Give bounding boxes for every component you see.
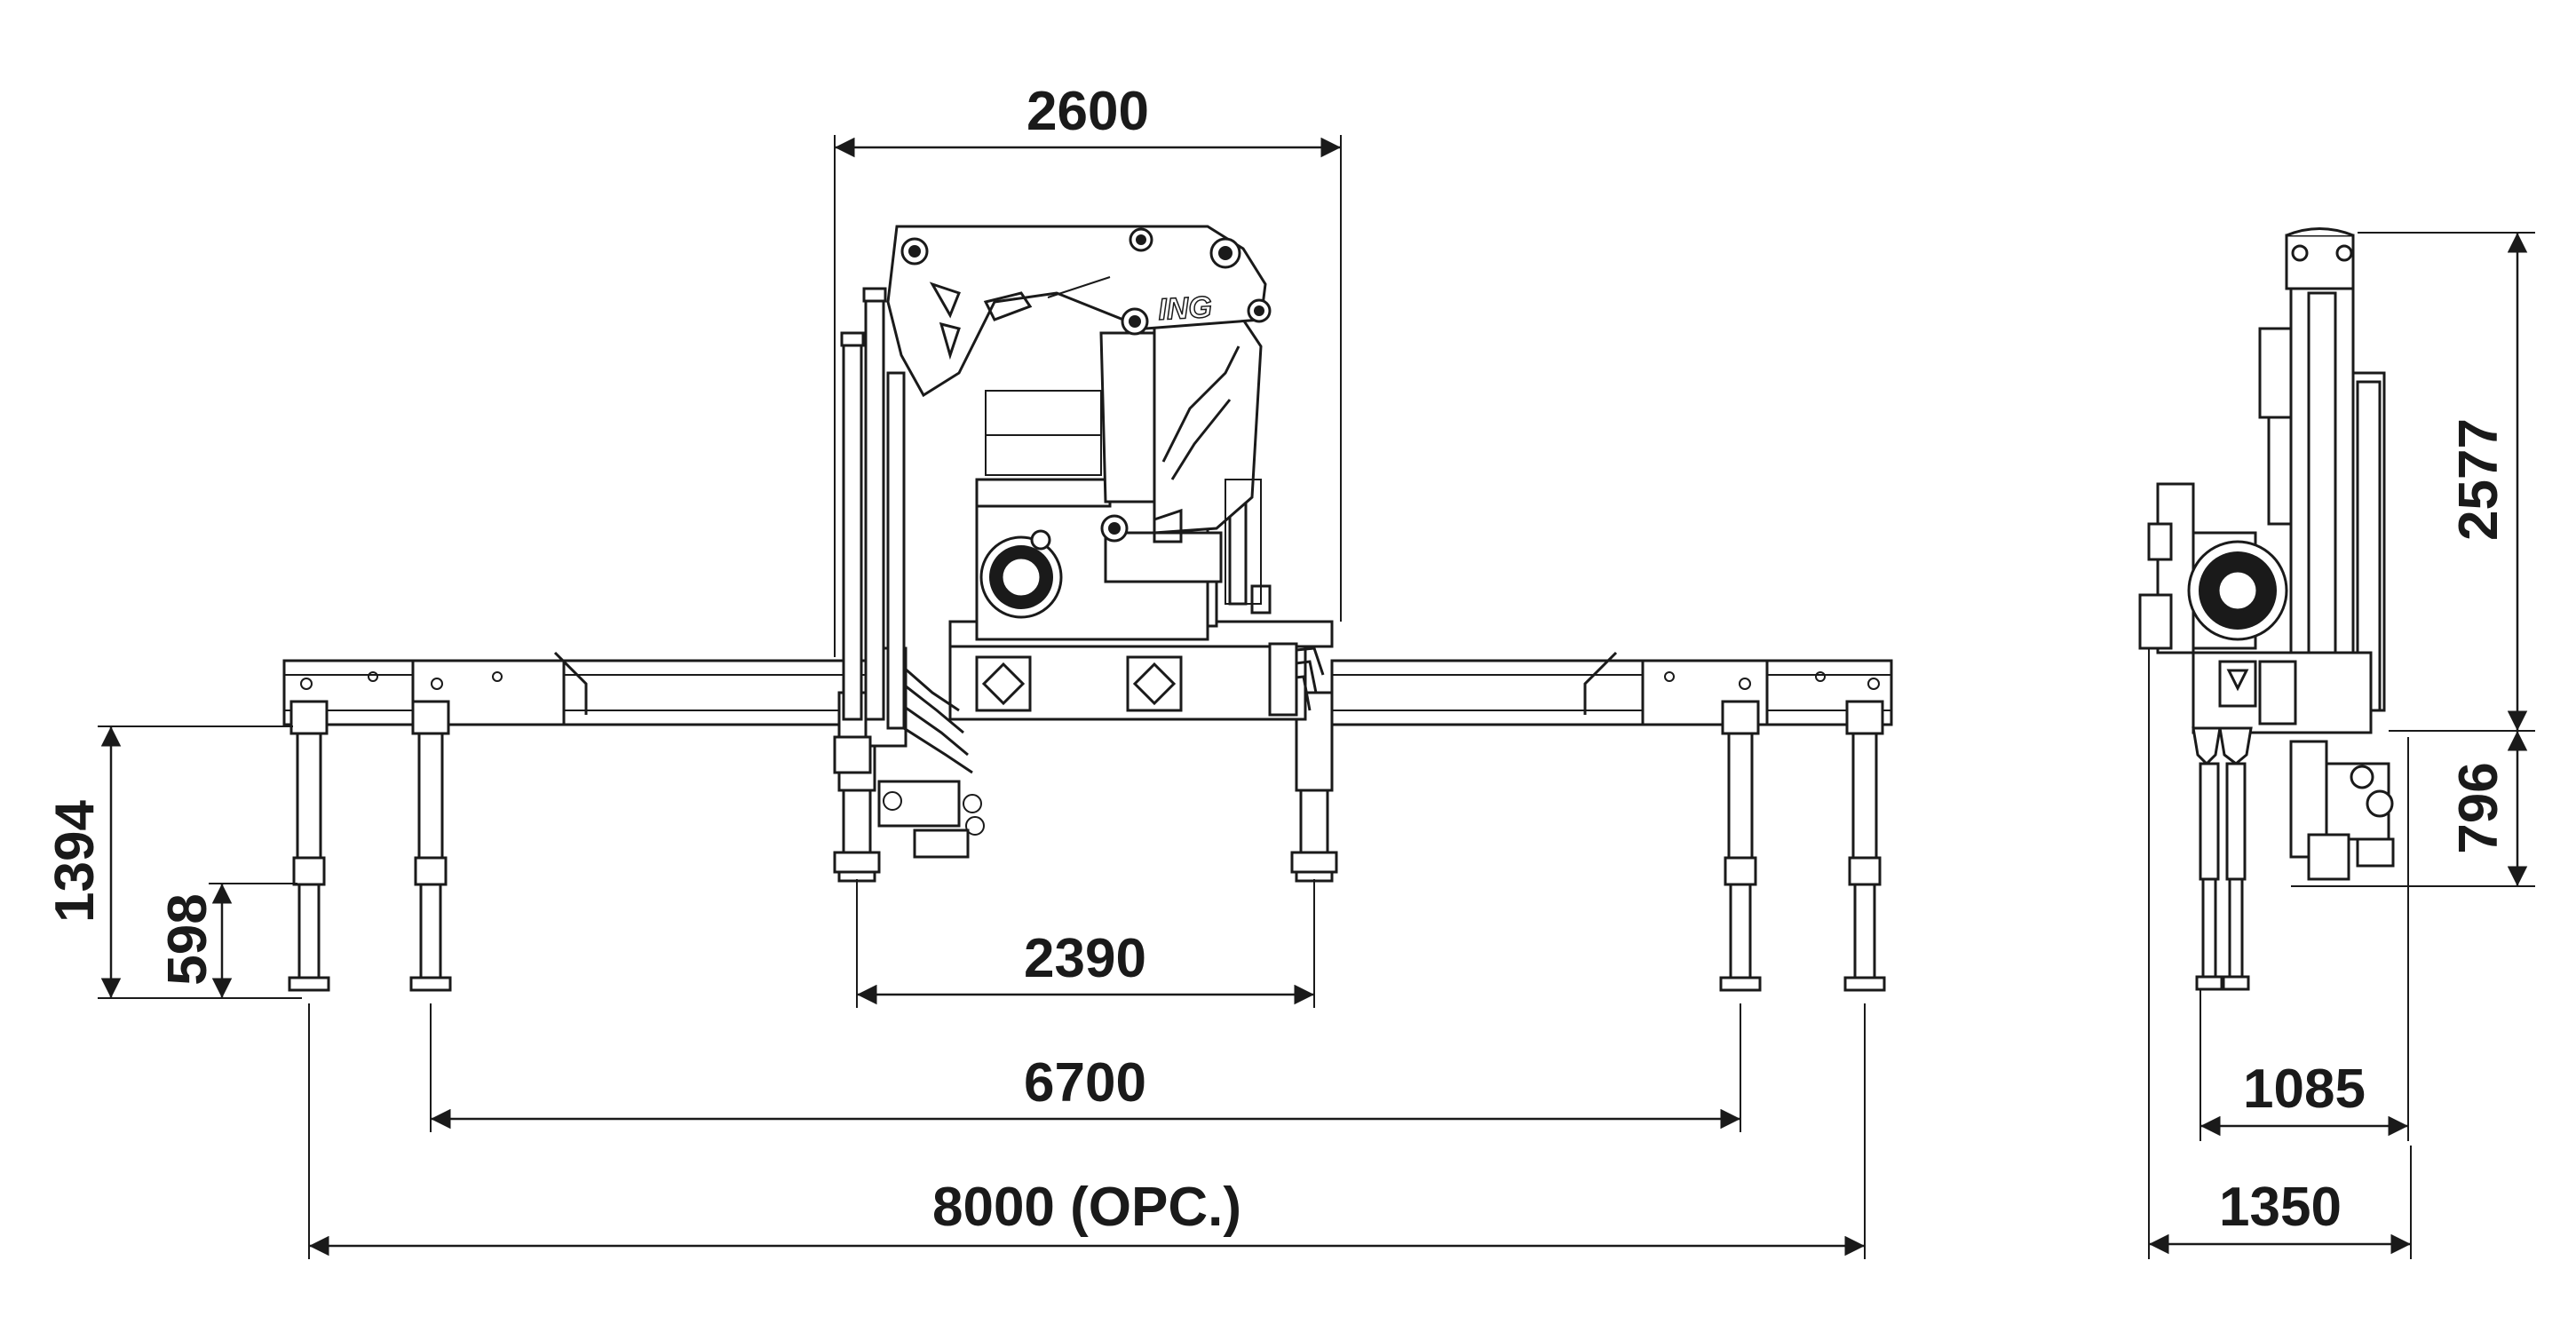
stabilizer-beam-left (282, 651, 872, 726)
dimension-stabilizer-inner: 2390 (856, 879, 1315, 1008)
dimension-label-1085: 1085 (2243, 1058, 2366, 1120)
control-valves (833, 646, 985, 859)
dimension-stabilizer-8000: 8000 (OPC.) (308, 1003, 1866, 1259)
front-view: ING (282, 225, 1893, 992)
stabilizer-beam-right (1330, 651, 1893, 726)
dimension-label-2600: 2600 (1026, 81, 1149, 142)
stabilizer-leg-outer-left (288, 700, 330, 992)
dimensions: 2600 2390 6700 8000 (OPC.) 1 (44, 81, 2535, 1259)
stabilizer-leg-inner-left (409, 700, 452, 992)
dimension-label-1350: 1350 (2219, 1177, 2342, 1238)
dimension-side-width-outer: 1350 (2148, 648, 2412, 1259)
base-leg-right (1290, 691, 1338, 883)
extension-cylinders (840, 287, 906, 730)
dimension-leg-height-total: 1394 (44, 725, 302, 999)
dimension-side-width-inner: 1085 (2200, 737, 2409, 1141)
side-view (2138, 227, 2395, 991)
dimension-label-8000: 8000 (OPC.) (932, 1177, 1241, 1238)
dimension-side-height-top: 2577 (2358, 232, 2535, 732)
dimension-label-2577: 2577 (2448, 418, 2509, 541)
hose-pack-right (1268, 642, 1325, 717)
stabilizer-leg-outer-right (1843, 700, 1886, 992)
dimension-stabilizer-6700: 6700 (430, 1003, 1741, 1132)
dimension-crane-width: 2600 (834, 81, 1342, 657)
dimension-label-1394: 1394 (44, 800, 106, 923)
crane-base-frame (948, 567, 1334, 721)
dimension-side-height-bottom: 796 (2291, 731, 2535, 887)
dimension-label-2390: 2390 (1024, 928, 1146, 989)
dimension-leg-height-stroke: 598 (157, 883, 297, 998)
brand-logo: ING (1157, 290, 1212, 327)
stabilizer-leg-inner-right (1719, 700, 1762, 992)
boom-arm: ING (886, 225, 1272, 398)
dimension-label-598: 598 (157, 893, 218, 985)
dimension-label-796: 796 (2448, 762, 2509, 853)
cabin-frame (985, 390, 1262, 605)
dimension-label-6700: 6700 (1024, 1052, 1146, 1114)
